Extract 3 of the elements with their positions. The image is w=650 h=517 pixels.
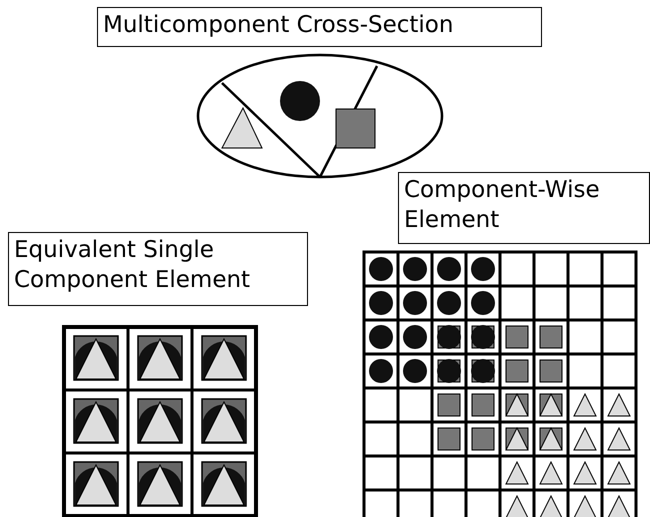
caption-label: Component-Wise Element: [398, 172, 650, 244]
caption-label: Equivalent Single Component Element: [8, 232, 308, 306]
caption-label: Multicomponent Cross-Section: [97, 7, 542, 47]
